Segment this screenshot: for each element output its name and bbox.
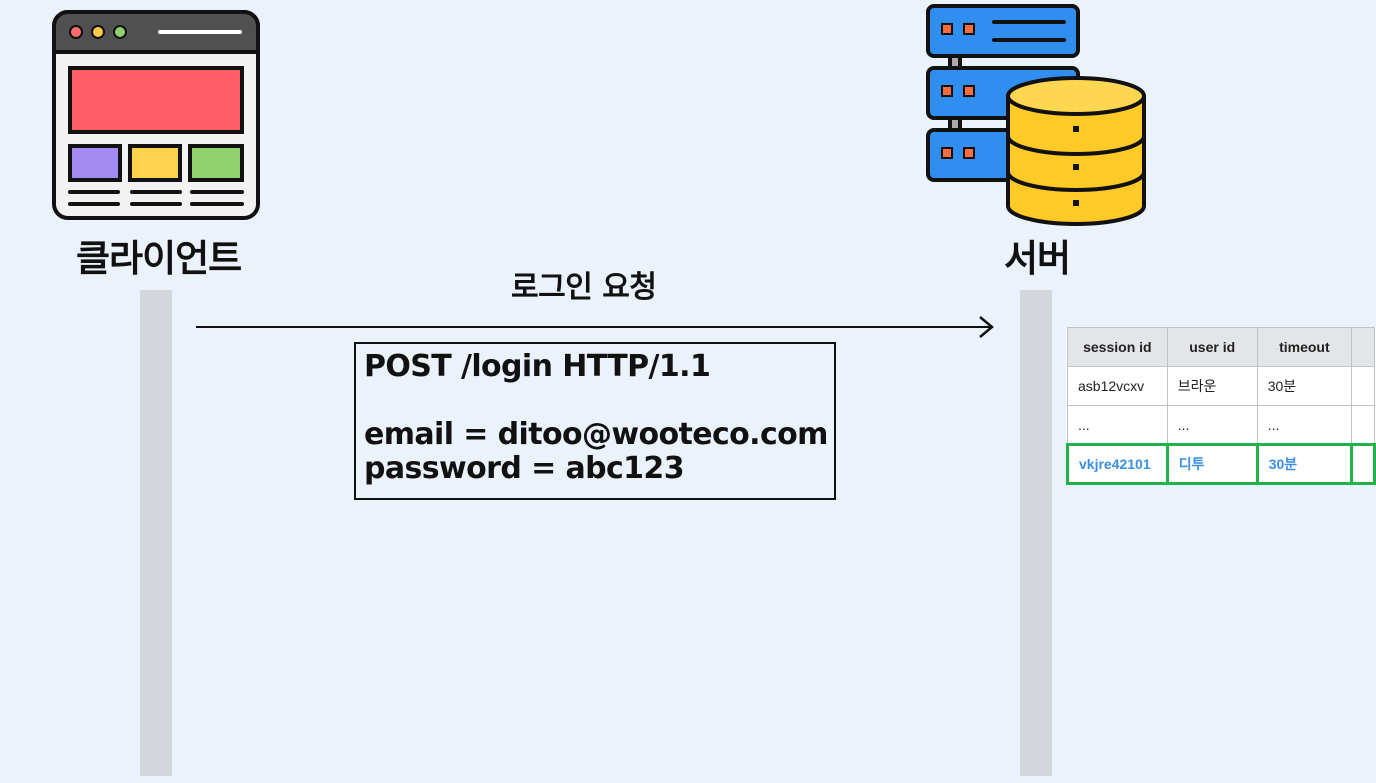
server-label: 서버 — [1004, 237, 1071, 280]
cell-session-id: vkjre42101 — [1066, 443, 1169, 485]
column-header-session-id: session id — [1067, 327, 1168, 367]
server-lifeline — [1020, 290, 1052, 776]
cell-timeout: ... — [1256, 405, 1352, 445]
cell-timeout: 30분 — [1255, 443, 1353, 485]
cell-extra — [1350, 366, 1376, 406]
request-arrow — [196, 316, 994, 338]
request-title: 로그인 요청 — [511, 270, 657, 305]
server-database-icon — [924, 4, 1150, 228]
cell-user-id: 디투 — [1165, 443, 1259, 485]
cell-session-id: asb12vcxv — [1067, 366, 1168, 406]
column-header-timeout: timeout — [1256, 327, 1352, 367]
table-row-highlighted: vkjre42101 디투 30분 — [1066, 443, 1376, 485]
cell-timeout: 30분 — [1256, 366, 1352, 406]
session-table: session id user id timeout asb12vcxv 브라운… — [1066, 327, 1376, 485]
session-table-wrapper: session id user id timeout asb12vcxv 브라운… — [1066, 327, 1376, 485]
request-spacer — [364, 384, 826, 418]
client-lifeline — [140, 290, 172, 776]
column-header-extra — [1350, 327, 1376, 367]
cell-session-id: ... — [1067, 405, 1168, 445]
request-password-field: password = abc123 — [364, 451, 685, 486]
column-header-user-id: user id — [1166, 327, 1258, 367]
table-row: ... ... ... — [1067, 405, 1376, 445]
table-row: asb12vcxv 브라운 30분 — [1067, 366, 1376, 406]
client-browser-icon — [52, 10, 260, 220]
cell-user-id: ... — [1166, 405, 1258, 445]
request-email-field: email = ditoo@wooteco.com — [364, 417, 828, 452]
request-message-box: POST /login HTTP/1.1 email = ditoo@woote… — [354, 342, 836, 500]
client-label: 클라이언트 — [76, 237, 242, 280]
cell-user-id: 브라운 — [1166, 366, 1258, 406]
request-line: POST /login HTTP/1.1 — [364, 349, 711, 384]
session-table-header: session id user id timeout — [1067, 327, 1376, 367]
cell-extra — [1350, 405, 1376, 445]
cell-extra — [1349, 443, 1376, 485]
